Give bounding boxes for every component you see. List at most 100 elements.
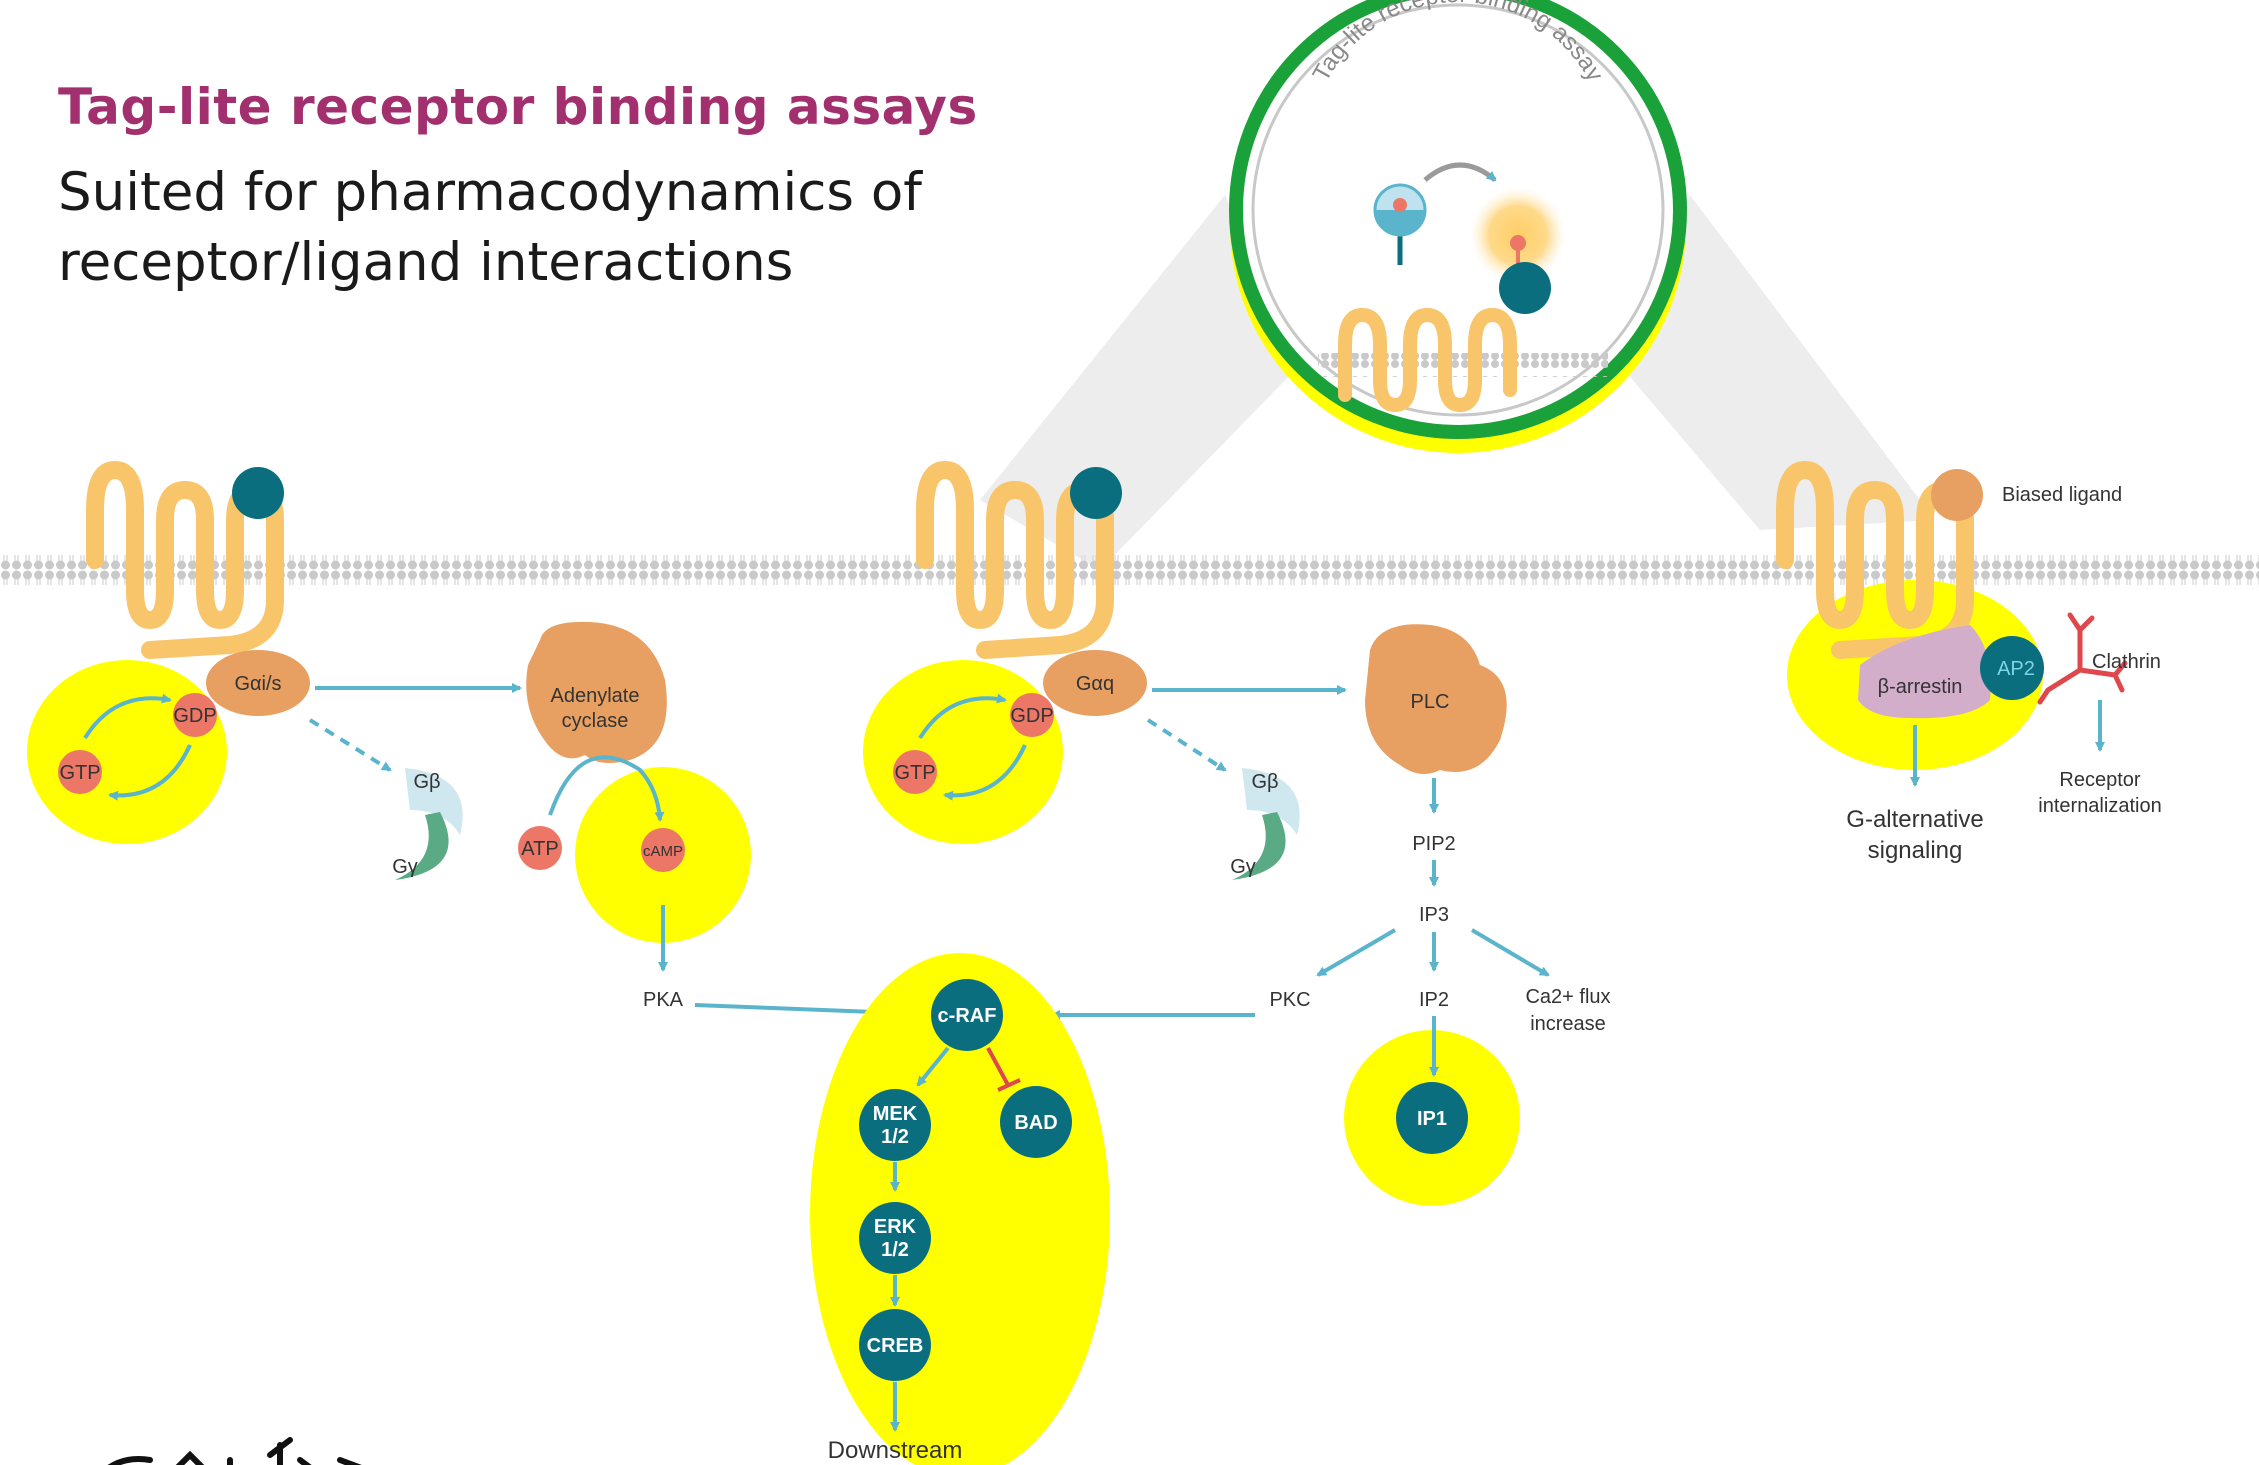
gtp-molecule [893,750,937,794]
gdp-molecule [1010,693,1054,737]
inhibit-craf-to-bad [986,1047,1010,1086]
adenylate-cyclase-protein [526,621,667,764]
g-beta-label: Gβ [413,771,440,793]
bad-label: BAD [1014,1112,1057,1134]
arrow-ip3-to-ca [1470,928,1550,977]
company-logo [107,1437,362,1465]
atp-to-camp-arrow [548,755,665,822]
gtp-molecule [58,750,102,794]
g-gamma-subunit [1232,812,1286,880]
clathrin-label: Clathrin [2092,651,2161,673]
downstream-label-2: signaling [848,1463,943,1465]
page-title: Tag-lite receptor binding assays [58,78,978,136]
receptor-left: Gαi/s GDP GTP Gβ Gγ Adenylate cyclase AT… [27,460,902,1018]
zoom-cone-right [1620,195,1935,530]
inset-membrane [1318,353,1608,377]
biased-ligand-icon [1931,469,1983,521]
subtitle-line-2: receptor/ligand interactions [58,232,794,293]
atp-molecule [518,826,562,870]
ligand-icon [232,467,284,519]
g-gamma-label: Gγ [392,856,418,878]
camp-molecule [641,828,685,872]
gtp-label: GTP [59,762,100,784]
exchange-arrow-bottom [943,744,1027,801]
ap2-node [1980,636,2044,700]
g-alternative-label-1: G-alternative [1846,806,1983,833]
g-alpha-label: Gαq [1076,673,1114,695]
bad-node [1000,1086,1072,1158]
g-beta-subunit [1242,768,1300,835]
highlight-gprotein-left [27,660,227,844]
clathrin-icon [2037,612,2128,705]
kinase-cascade: c-RAF MEK 1/2 BAD ERK 1/2 CREB Downstrea… [810,953,1110,1465]
exchange-arrow-top [918,693,1007,740]
inset-tag-half [1375,210,1425,235]
inset-receptor-icon [1338,307,1517,413]
pkc-label: PKC [1269,989,1310,1011]
gdp-label: GDP [173,705,216,727]
beta-arrestin-protein [1858,625,1991,719]
receptor-middle: Gαq GDP GTP Gβ Gγ PLC PIP2 IP3 PKC IP2 C… [863,460,1611,1206]
mek-label-1: MEK [873,1103,918,1125]
craf-node [931,979,1003,1051]
inset-red-dot [1393,198,1407,212]
inset-transfer-arrow [1423,162,1497,182]
plc-label: PLC [1411,691,1450,713]
tag-lite-inset: Tag-lite receptor binding assay [1229,0,1687,453]
pip2-label: PIP2 [1412,833,1455,855]
ca-flux-label-2: increase [1530,1013,1606,1035]
highlight-gprotein-middle [863,660,1063,844]
g-alpha-label: Gαi/s [234,673,281,695]
biased-ligand-label: Biased ligand [2002,484,2122,506]
ap2-label: AP2 [1997,658,2035,680]
inset-ligand-icon [1499,262,1551,314]
downstream-label-1: Downstream [828,1437,963,1464]
mek-label-2: 1/2 [881,1126,909,1148]
ip2-label: IP2 [1419,989,1449,1011]
receptor-internalization-label-1: Receptor [2059,769,2140,791]
camp-label: cAMP [643,843,683,860]
dashed-arrow-gbeta [1146,718,1227,772]
erk-node [859,1202,931,1274]
g-beta-subunit [405,768,463,835]
cell-membrane [0,555,2259,585]
creb-label: CREB [867,1335,924,1357]
ligand-icon [1070,467,1122,519]
ip1-label: IP1 [1417,1108,1447,1130]
zoom-cone-left [980,195,1300,570]
g-gamma-label: Gγ [1230,856,1256,878]
ip1-node [1396,1082,1468,1154]
g-alpha-protein [206,650,310,716]
dashed-arrow-gbeta [308,718,392,772]
exchange-arrow-top [83,693,172,740]
arrow-ip3-to-pkc [1316,928,1397,977]
gdp-label: GDP [1010,705,1053,727]
erk-label-1: ERK [874,1216,917,1238]
craf-label: c-RAF [938,1005,997,1027]
page-subtitle: Suited for pharmacodynamics of receptor/… [58,158,1058,298]
g-beta-label: Gβ [1251,771,1278,793]
receptor-right: Biased ligand β-arrestin AP2 Clathrin G-… [1776,460,2162,864]
g-gamma-subunit [395,812,449,880]
creb-node [859,1309,931,1381]
ip3-label: IP3 [1419,904,1449,926]
plc-protein [1365,624,1507,774]
adenylate-label-1: Adenylate [551,685,640,707]
mek-node [859,1089,931,1161]
inhibit-bar [997,1078,1021,1092]
inset-ligand-red-dot [1510,235,1526,251]
erk-label-2: 1/2 [881,1239,909,1261]
subtitle-line-1: Suited for pharmacodynamics of [58,162,922,223]
adenylate-label-2: cyclase [562,710,629,732]
g-alpha-protein [1043,650,1147,716]
atp-label: ATP [521,838,558,860]
receptor-internalization-label-2: internalization [2038,795,2161,817]
ca-flux-label-1: Ca2+ flux [1525,986,1610,1008]
exchange-arrow-bottom [108,744,192,801]
arrow-craf-to-mek [916,1046,950,1087]
pka-label: PKA [643,989,684,1011]
beta-arrestin-label: β-arrestin [1878,676,1963,698]
gtp-label: GTP [894,762,935,784]
g-alternative-label-2: signaling [1868,837,1963,864]
